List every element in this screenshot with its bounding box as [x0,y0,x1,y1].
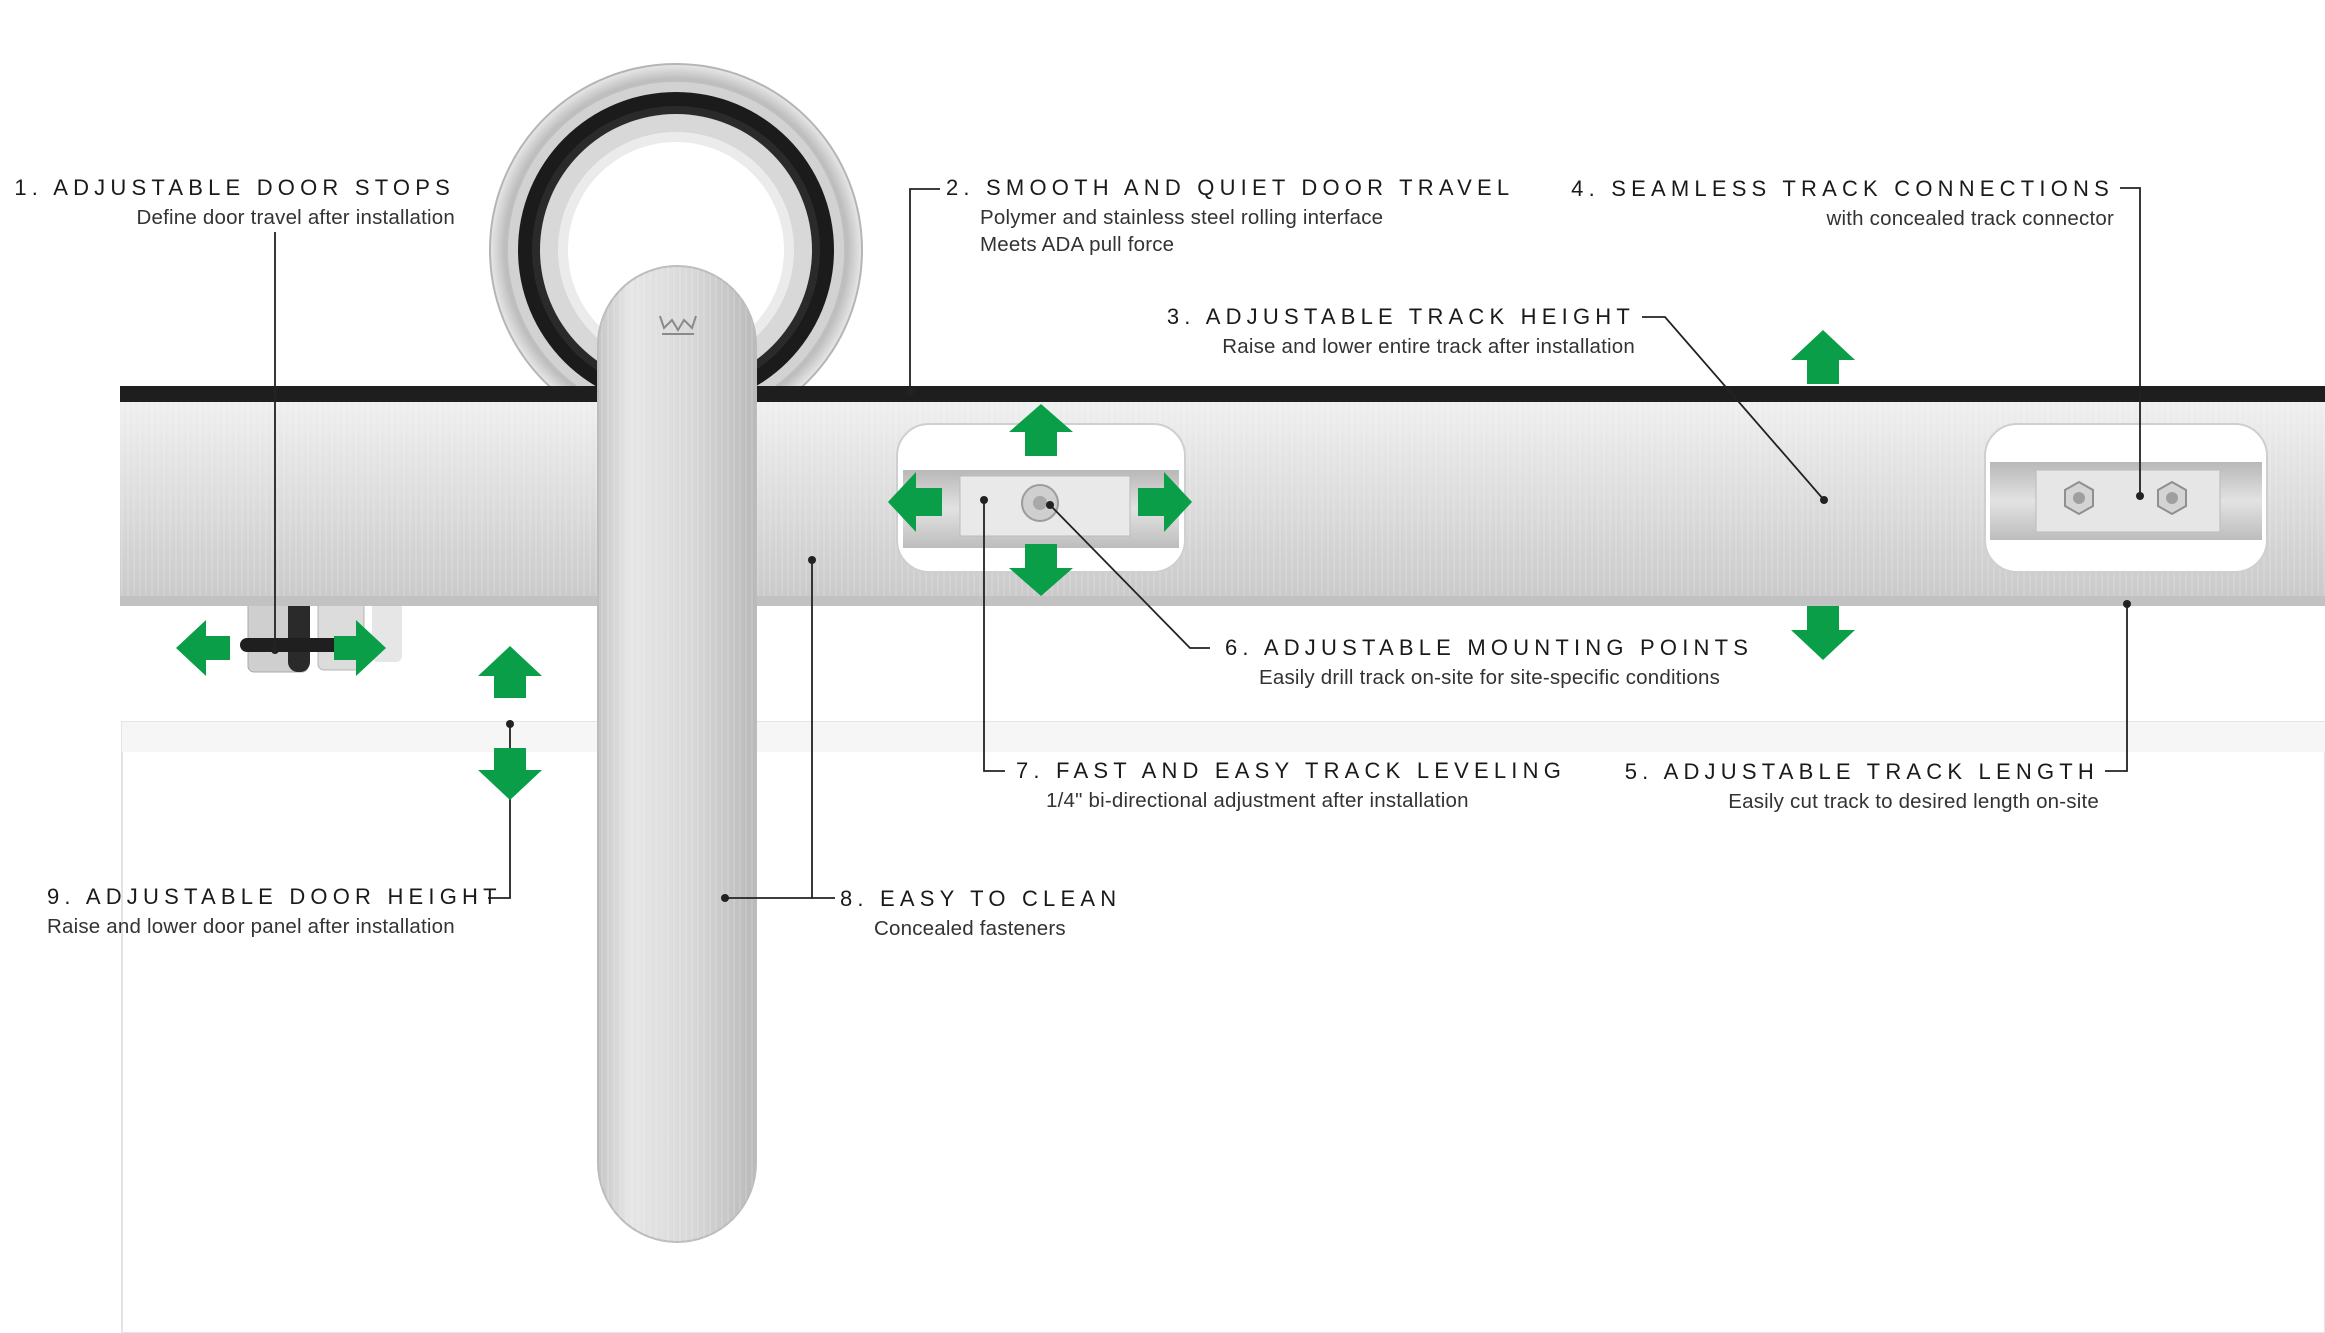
callout-door-stops: 1. ADJUSTABLE DOOR STOPS Define door tra… [14,177,455,230]
callout-title: 2. SMOOTH AND QUIET DOOR TRAVEL [946,175,1515,200]
mounting-slot [896,423,1186,573]
callout-track-leveling: 7. FAST AND EASY TRACK LEVELING 1/4" bi-… [1016,760,1566,813]
arrow-down-icon [1009,544,1073,596]
callout-track-connections: 4. SEAMLESS TRACK CONNECTIONS with conce… [1571,178,2114,231]
callout-line: Concealed fasteners [874,917,1066,940]
callout-title: 9. ADJUSTABLE DOOR HEIGHT [47,884,502,909]
callout-title: 3. ADJUSTABLE TRACK HEIGHT [1166,304,1635,329]
callout-title: 5. ADJUSTABLE TRACK LENGTH [1624,759,2099,784]
arrow-left-icon [176,620,230,676]
arrow-up-icon [1009,404,1073,456]
callout-line: Meets ADA pull force [980,233,1175,256]
callout-line: Raise and lower door panel after install… [47,915,455,938]
callout-line: Polymer and stainless steel rolling inte… [980,206,1384,229]
callout-easy-clean: 8. EASY TO CLEAN Concealed fasteners [840,888,1121,941]
callout-title: 6. ADJUSTABLE MOUNTING POINTS [1225,635,1754,660]
arrow-up-icon [1791,330,1855,384]
arrow-down-icon [1791,606,1855,660]
door-panel [121,721,2325,1333]
callout-door-height: 9. ADJUSTABLE DOOR HEIGHT Raise and lowe… [47,886,502,939]
arrow-right-icon [1138,472,1192,532]
arrow-left-icon [888,472,942,532]
callout-line: Easily cut track to desired length on-si… [1728,790,2099,813]
leader-dots [271,388,2144,902]
callout-title: 7. FAST AND EASY TRACK LEVELING [1016,758,1567,783]
callout-line: 1/4" bi-directional adjustment after ins… [1046,789,1469,812]
callout-track-height: 3. ADJUSTABLE TRACK HEIGHT Raise and low… [1167,306,1635,359]
callout-door-travel: 2. SMOOTH AND QUIET DOOR TRAVEL Polymer … [946,177,1514,257]
hanger-strap-icon [597,265,757,1243]
callout-line: Easily drill track on-site for site-spec… [1259,666,1721,689]
arrow-right-icon [334,620,386,676]
logo-crown-icon [659,315,697,335]
callout-line: Raise and lower entire track after insta… [1222,335,1635,358]
track [120,386,2325,606]
callout-title: 1. ADJUSTABLE DOOR STOPS [14,175,455,200]
callout-mounting-points: 6. ADJUSTABLE MOUNTING POINTS Easily dri… [1225,637,1753,690]
callout-line: with concealed track connector [1826,207,2114,230]
leader-lines [274,187,2141,899]
arrow-up-icon [478,646,542,698]
callout-track-length: 5. ADJUSTABLE TRACK LENGTH Easily cut tr… [1625,761,2099,814]
adjust-arrows [176,330,1855,800]
arrow-down-icon [478,748,542,800]
connector-slot [1984,423,2268,573]
callout-title: 8. EASY TO CLEAN [840,886,1122,911]
callout-title: 4. SEAMLESS TRACK CONNECTIONS [1571,176,2114,201]
callout-line: Define door travel after installation [136,206,455,229]
